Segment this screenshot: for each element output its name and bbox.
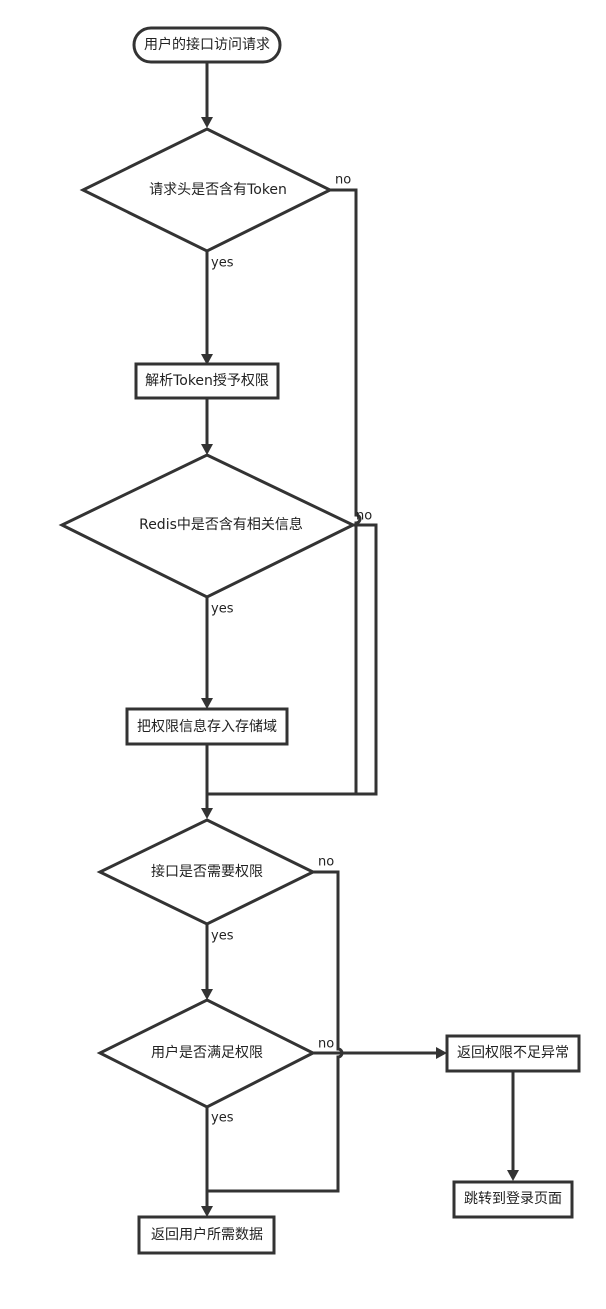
edge-label-need-yes: yes	[211, 929, 234, 944]
node-parse-token-label: 解析Token授予权限	[145, 373, 269, 389]
edge-label-satisfy-yes: yes	[211, 1111, 234, 1126]
arrowhead-icon	[201, 117, 213, 128]
nodes: 用户的接口访问请求 请求头是否含有Token 解析Token授予权限 Redis…	[58, 26, 581, 1255]
node-start: 用户的接口访问请求	[132, 26, 282, 64]
edge-label-token-yes: yes	[211, 256, 234, 271]
node-store-perm-label: 把权限信息存入存储域	[137, 718, 277, 735]
arrowhead-icon	[201, 698, 213, 709]
node-return-data: 返回用户所需数据	[137, 1215, 276, 1255]
node-user-satisfy: 用户是否满足权限	[96, 998, 317, 1109]
arrowhead-icon	[507, 1170, 519, 1181]
node-perm-error: 返回权限不足异常	[445, 1034, 581, 1073]
node-user-satisfy-label: 用户是否满足权限	[151, 1044, 263, 1061]
arrowhead-icon	[436, 1047, 447, 1059]
node-check-token: 请求头是否含有Token	[79, 127, 334, 253]
node-need-perm: 接口是否需要权限	[96, 818, 317, 926]
node-need-perm-label: 接口是否需要权限	[151, 863, 263, 880]
node-return-data-label: 返回用户所需数据	[151, 1226, 263, 1243]
edge-label-redis-yes: yes	[211, 602, 234, 617]
edge-label-token-no: no	[335, 173, 351, 188]
connectors	[201, 62, 519, 1217]
edge-labels: no yes no yes no yes no yes	[211, 173, 372, 1126]
node-check-redis: Redis中是否含有相关信息	[58, 453, 357, 599]
node-check-redis-label: Redis中是否含有相关信息	[139, 516, 303, 533]
arrowhead-icon	[201, 1206, 213, 1217]
edge-label-need-no: no	[318, 855, 334, 870]
edge-label-satisfy-no: no	[318, 1037, 334, 1052]
arrowhead-icon	[201, 354, 213, 365]
arrowhead-icon	[201, 444, 213, 455]
arrowhead-icon	[201, 989, 213, 1000]
node-redirect-login-label: 跳转到登录页面	[464, 1191, 562, 1207]
edge-redis-no	[207, 523, 378, 796]
node-perm-error-label: 返回权限不足异常	[457, 1045, 569, 1061]
node-parse-token: 解析Token授予权限	[134, 362, 280, 400]
node-redirect-login: 跳转到登录页面	[452, 1180, 574, 1219]
arrowhead-icon	[201, 808, 213, 819]
edge-label-redis-no: no	[356, 509, 372, 524]
node-check-token-label: 请求头是否含有Token	[149, 182, 287, 198]
node-start-label: 用户的接口访问请求	[144, 36, 270, 53]
node-store-perm: 把权限信息存入存储域	[125, 707, 289, 746]
edge-token-no	[207, 188, 362, 796]
